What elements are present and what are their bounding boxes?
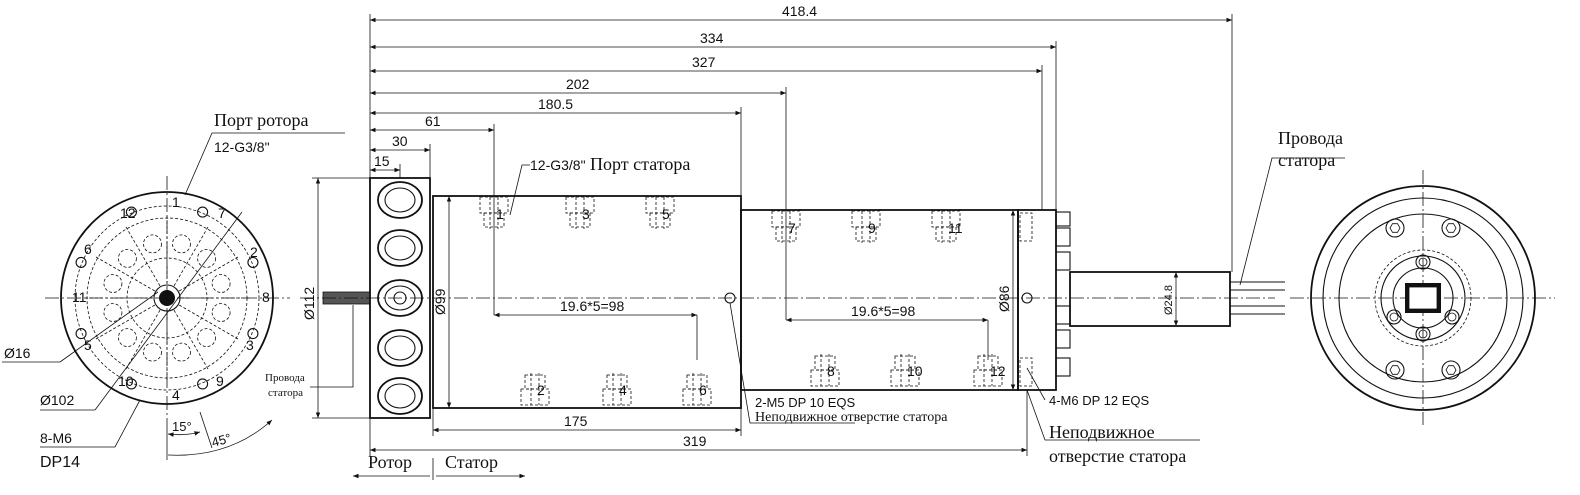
- stator-port-number: 12: [990, 363, 1006, 379]
- dim-319: 319: [683, 433, 707, 449]
- dim-dia-86: Ø86: [996, 285, 1012, 312]
- dim-pitch-1: 19.6*5=98: [560, 298, 624, 314]
- left-end-view: 1 7 2 8 3 9 4 10 5 11 6 12 15° 45° Порт ротора 12-G…: [2, 110, 345, 471]
- stator-ports-bottom: 2 4 6 8 10 12: [520, 354, 1006, 406]
- port-number-circle: 9: [216, 373, 224, 389]
- dim-dia-112: Ø112: [301, 287, 317, 320]
- stator-port-number: 5: [662, 206, 670, 222]
- stator-port-number: 8: [827, 363, 835, 379]
- port-number-circle: 1: [172, 194, 180, 210]
- dim-418: 418.4: [782, 3, 817, 19]
- fixed-hole-2a-label: Неподвижное: [1049, 422, 1155, 442]
- stator-port-number: 11: [948, 220, 963, 236]
- port-numbers-circle: 1 7 2 8 3 9 4 10 5 11 6 12: [72, 194, 270, 403]
- dim-202: 202: [566, 76, 590, 92]
- dim-175: 175: [564, 413, 588, 429]
- rotor-ports: [377, 181, 423, 415]
- outlet-tube: [1069, 271, 1231, 327]
- side-view: 1 3 5 7 9 11 2 4 6 8 10 12: [265, 3, 1345, 480]
- stator-port-number: 7: [788, 220, 796, 236]
- angle-45-label: 45°: [210, 430, 233, 450]
- port-number-circle: 11: [72, 289, 87, 305]
- outer-ring: [1310, 185, 1536, 411]
- stator-port-number: 2: [537, 382, 545, 398]
- stator-wires-small-2: статора: [268, 387, 303, 399]
- stator-port-thread-label: 12-G3/8": [530, 157, 586, 173]
- m5-label: 2-M5 DP 10 EQS: [755, 395, 856, 410]
- stator-wires-label-2: статора: [1278, 150, 1335, 170]
- bolt-holes: [75, 206, 259, 390]
- port-number-circle: 5: [84, 337, 92, 353]
- port-spokes: [83, 214, 251, 382]
- dia-16-label: Ø16: [4, 345, 31, 361]
- stator-port-number: 6: [699, 382, 707, 398]
- stator-wires-label-1: Провода: [1278, 128, 1343, 148]
- fixed-hole-2b-label: отверстие статора: [1049, 446, 1186, 466]
- dim-61: 61: [425, 113, 441, 129]
- port-number-circle: 8: [262, 289, 270, 305]
- dp14-label: DP14: [40, 454, 80, 471]
- stator-port-number: 9: [868, 220, 876, 236]
- port-number-circle: 3: [246, 337, 254, 353]
- port-number-circle: 4: [172, 387, 180, 403]
- rotor-thread-label: 12-G3/8": [214, 139, 270, 155]
- angle-15-label: 15°: [172, 419, 192, 434]
- rotor-port-label: Порт ротора: [214, 110, 309, 130]
- stator-ports-top: 1 3 5 7 9 11: [479, 196, 963, 243]
- stator-port-number: 10: [907, 363, 923, 379]
- stator-port-number: 3: [582, 206, 590, 222]
- dim-180: 180.5: [538, 96, 573, 112]
- dim-pitch-2: 19.6*5=98: [851, 303, 915, 319]
- rotor-label: Ротор: [368, 452, 412, 472]
- port-number-circle: 10: [118, 373, 134, 389]
- dim-15: 15: [374, 153, 390, 169]
- right-end-view: [1290, 170, 1555, 425]
- port-number-circle: 6: [84, 241, 92, 257]
- dia-102-label: Ø102: [40, 392, 74, 408]
- port-number-circle: 7: [218, 205, 226, 221]
- dim-334: 334: [700, 30, 724, 46]
- stator-body-2: [740, 209, 1019, 391]
- end-flange: [1017, 209, 1057, 391]
- dim-dia-99: Ø99: [432, 288, 448, 315]
- stator-port-number: 4: [619, 382, 627, 398]
- stator-port-label: Порт статора: [590, 154, 690, 174]
- stator-label: Статор: [445, 452, 498, 472]
- dim-dia-24-8: Ø24.8: [1163, 285, 1175, 315]
- port-number-circle: 12: [120, 205, 136, 221]
- m6-4-label: 4-M6 DP 12 EQS: [1049, 393, 1150, 408]
- stator-port-number: 1: [496, 206, 504, 222]
- port-number-circle: 2: [250, 244, 258, 260]
- m6-8-label: 8-M6: [40, 430, 72, 446]
- right-bolt-holes: [1385, 218, 1461, 380]
- stator-wires-small-1: Провода: [265, 372, 305, 384]
- dim-30: 30: [392, 133, 408, 149]
- dim-327: 327: [692, 54, 716, 70]
- fixed-hole-1-label: Неподвижное отверстие статора: [755, 410, 948, 425]
